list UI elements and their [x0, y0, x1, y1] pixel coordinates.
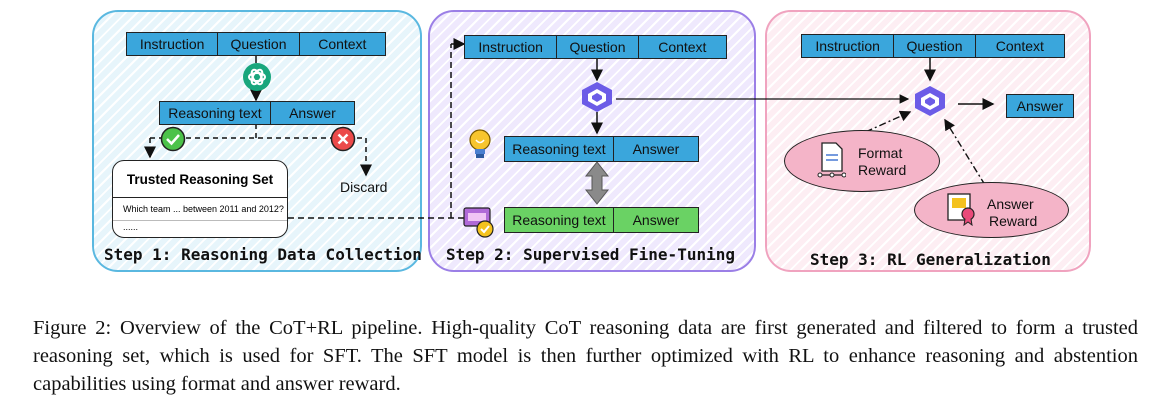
answer-cell: Answer — [613, 208, 698, 232]
trusted-reasoning-set: Trusted Reasoning Set Which team ... bet… — [112, 160, 288, 238]
format-reward-line2: Reward — [858, 162, 907, 178]
step1-input-row: Instruction Question Context — [126, 32, 386, 56]
reasoning-text-cell: Reasoning text — [505, 137, 614, 161]
trusted-set-title: Trusted Reasoning Set — [113, 161, 287, 198]
question-cell: Question — [894, 35, 976, 57]
step3-answer-box: Answer — [1006, 94, 1074, 118]
step1-label: Step 1: Reasoning Data Collection — [104, 245, 422, 264]
answer-reward-line1: Answer — [987, 196, 1034, 212]
chatgpt-logo-icon — [243, 63, 271, 91]
answer-cell: Answer — [613, 137, 698, 161]
trusted-set-ellipsis: ...... — [123, 222, 139, 232]
document-icon — [817, 142, 846, 178]
certificate-icon — [947, 193, 975, 226]
context-cell: Context — [975, 35, 1064, 57]
question-cell: Question — [218, 33, 300, 55]
answer-cell: Answer — [1007, 95, 1073, 117]
certified-data-icon — [463, 207, 494, 238]
check-icon — [160, 126, 186, 152]
step3-input-row: Instruction Question Context — [801, 34, 1065, 58]
reasoning-text-cell: Reasoning text — [160, 102, 271, 124]
answer-reward-bubble — [914, 182, 1069, 238]
question-cell: Question — [557, 36, 639, 58]
answer-cell: Answer — [270, 102, 354, 124]
answer-reward-line2: Reward — [989, 213, 1038, 229]
instruction-cell: Instruction — [802, 35, 895, 57]
format-reward-bubble — [784, 130, 940, 192]
model-logo-icon — [915, 86, 945, 116]
reasoning-text-cell: Reasoning text — [505, 208, 614, 232]
format-reward-line1: Format — [858, 145, 903, 161]
trusted-set-example: Which team ... between 2011 and 2012? — [113, 198, 287, 221]
connectors — [144, 38, 995, 219]
figure-caption: Figure 2: Overview of the CoT+RL pipelin… — [33, 317, 1138, 395]
lightbulb-icon — [469, 129, 491, 158]
instruction-cell: Instruction — [465, 36, 558, 58]
discard-label: Discard — [340, 179, 388, 195]
pipeline-diagram: Instruction Question Context Reasoning t… — [92, 10, 1091, 272]
instruction-cell: Instruction — [127, 33, 219, 55]
step3-label: Step 3: RL Generalization — [810, 250, 1051, 269]
step2-label: Step 2: Supervised Fine-Tuning — [446, 245, 735, 264]
step1-output-row: Reasoning text Answer — [159, 101, 355, 125]
step2-trusted-row: Reasoning text Answer — [504, 207, 699, 233]
context-cell: Context — [638, 36, 726, 58]
model-logo-icon — [582, 82, 612, 112]
step2-output-row: Reasoning text Answer — [504, 136, 699, 162]
cross-icon — [330, 126, 356, 152]
step2-input-row: Instruction Question Context — [464, 35, 727, 59]
context-cell: Context — [299, 33, 385, 55]
